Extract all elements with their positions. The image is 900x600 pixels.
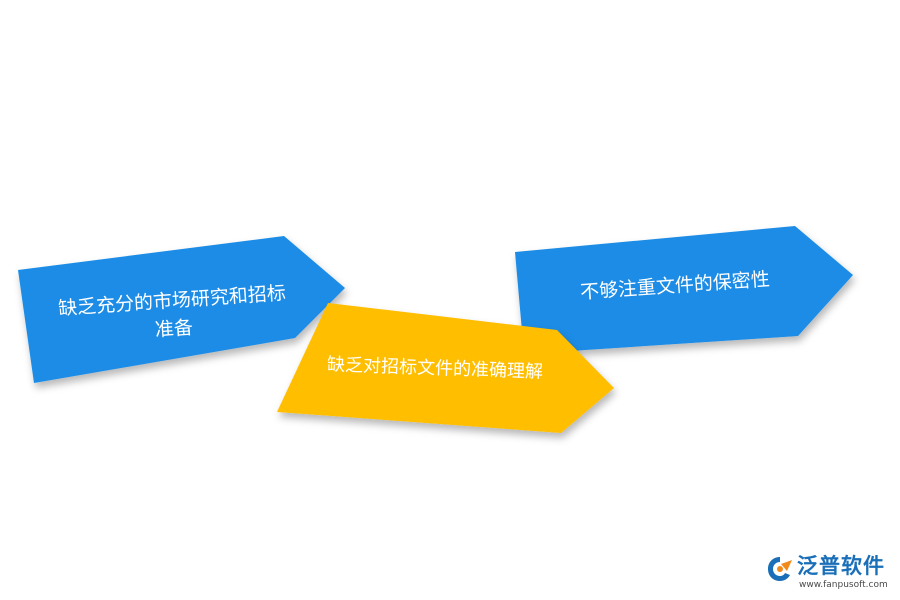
- brand-logo: 泛普软件 www.fanpusoft.com: [765, 552, 895, 596]
- fanpu-logo-icon: [768, 557, 792, 581]
- arrow-shape-1: [18, 236, 345, 383]
- brand-url: www.fanpusoft.com: [799, 580, 888, 590]
- arrow-shape-3: [515, 226, 853, 354]
- arrow-shape-2: [277, 303, 614, 433]
- brand-name: 泛普软件: [797, 554, 885, 578]
